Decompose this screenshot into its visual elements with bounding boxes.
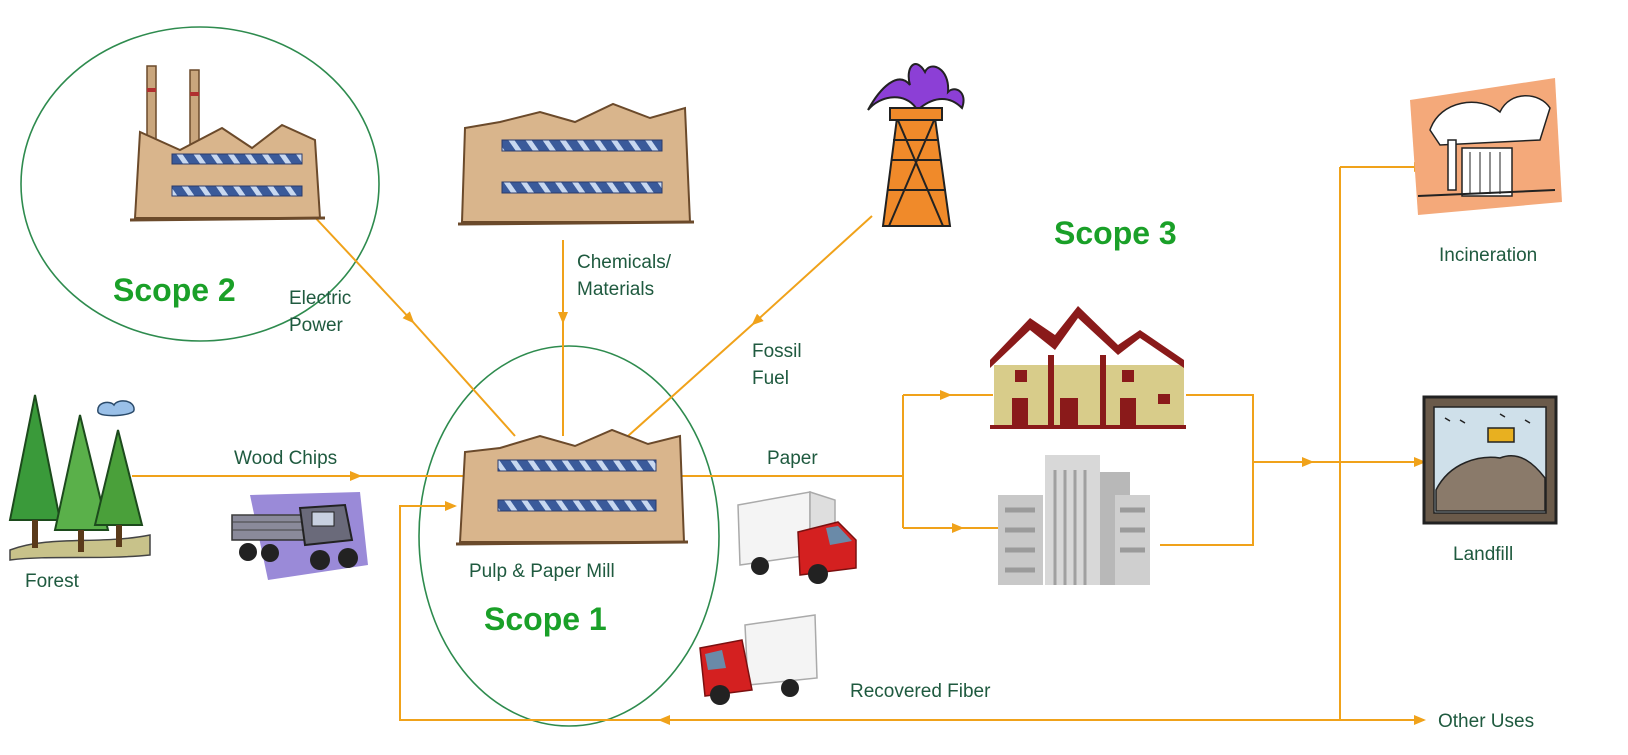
log-truck-icon: [231, 492, 368, 580]
scope-2-boundary: [20, 26, 380, 342]
factory-icon: [457, 102, 695, 226]
landfill-icon: [1422, 395, 1558, 525]
scope-1-boundary: [418, 345, 720, 727]
recovered-fiber-label: Recovered Fiber: [850, 681, 991, 702]
landfill-label: Landfill: [1453, 544, 1513, 565]
office-buildings-icon: [998, 455, 1150, 585]
trees-icon: [8, 394, 151, 561]
mill-label: Pulp & Paper Mill: [469, 561, 615, 582]
scope-2-label: Scope 2: [113, 272, 236, 308]
oil-derrick-icon: [867, 63, 965, 227]
factory-with-smokestacks-icon: [129, 65, 326, 222]
flow-lines: [132, 162, 1426, 725]
electric-power-label-line2: Power: [289, 315, 344, 336]
houses-icon: [990, 306, 1186, 429]
other-uses-label: Other Uses: [1438, 711, 1534, 732]
incineration-label: Incineration: [1439, 245, 1537, 266]
scope-1-label: Scope 1: [484, 601, 607, 637]
delivery-truck-icon: [699, 614, 818, 705]
chemicals-label-line2: Materials: [577, 279, 654, 300]
fossil-fuel-label-line2: Fuel: [752, 368, 789, 389]
scope-3-label: Scope 3: [1054, 215, 1177, 251]
paper-mill-icon: [455, 428, 689, 546]
wood-chips-label: Wood Chips: [234, 448, 337, 469]
paper-label: Paper: [767, 448, 818, 469]
incinerator-icon: [1410, 78, 1562, 215]
chemicals-label-line1: Chemicals/: [577, 252, 672, 273]
delivery-truck-icon: [737, 490, 857, 584]
forest-label: Forest: [25, 571, 80, 592]
fossil-fuel-label-line1: Fossil: [752, 341, 802, 362]
electric-power-label-line1: Electric: [289, 288, 351, 309]
